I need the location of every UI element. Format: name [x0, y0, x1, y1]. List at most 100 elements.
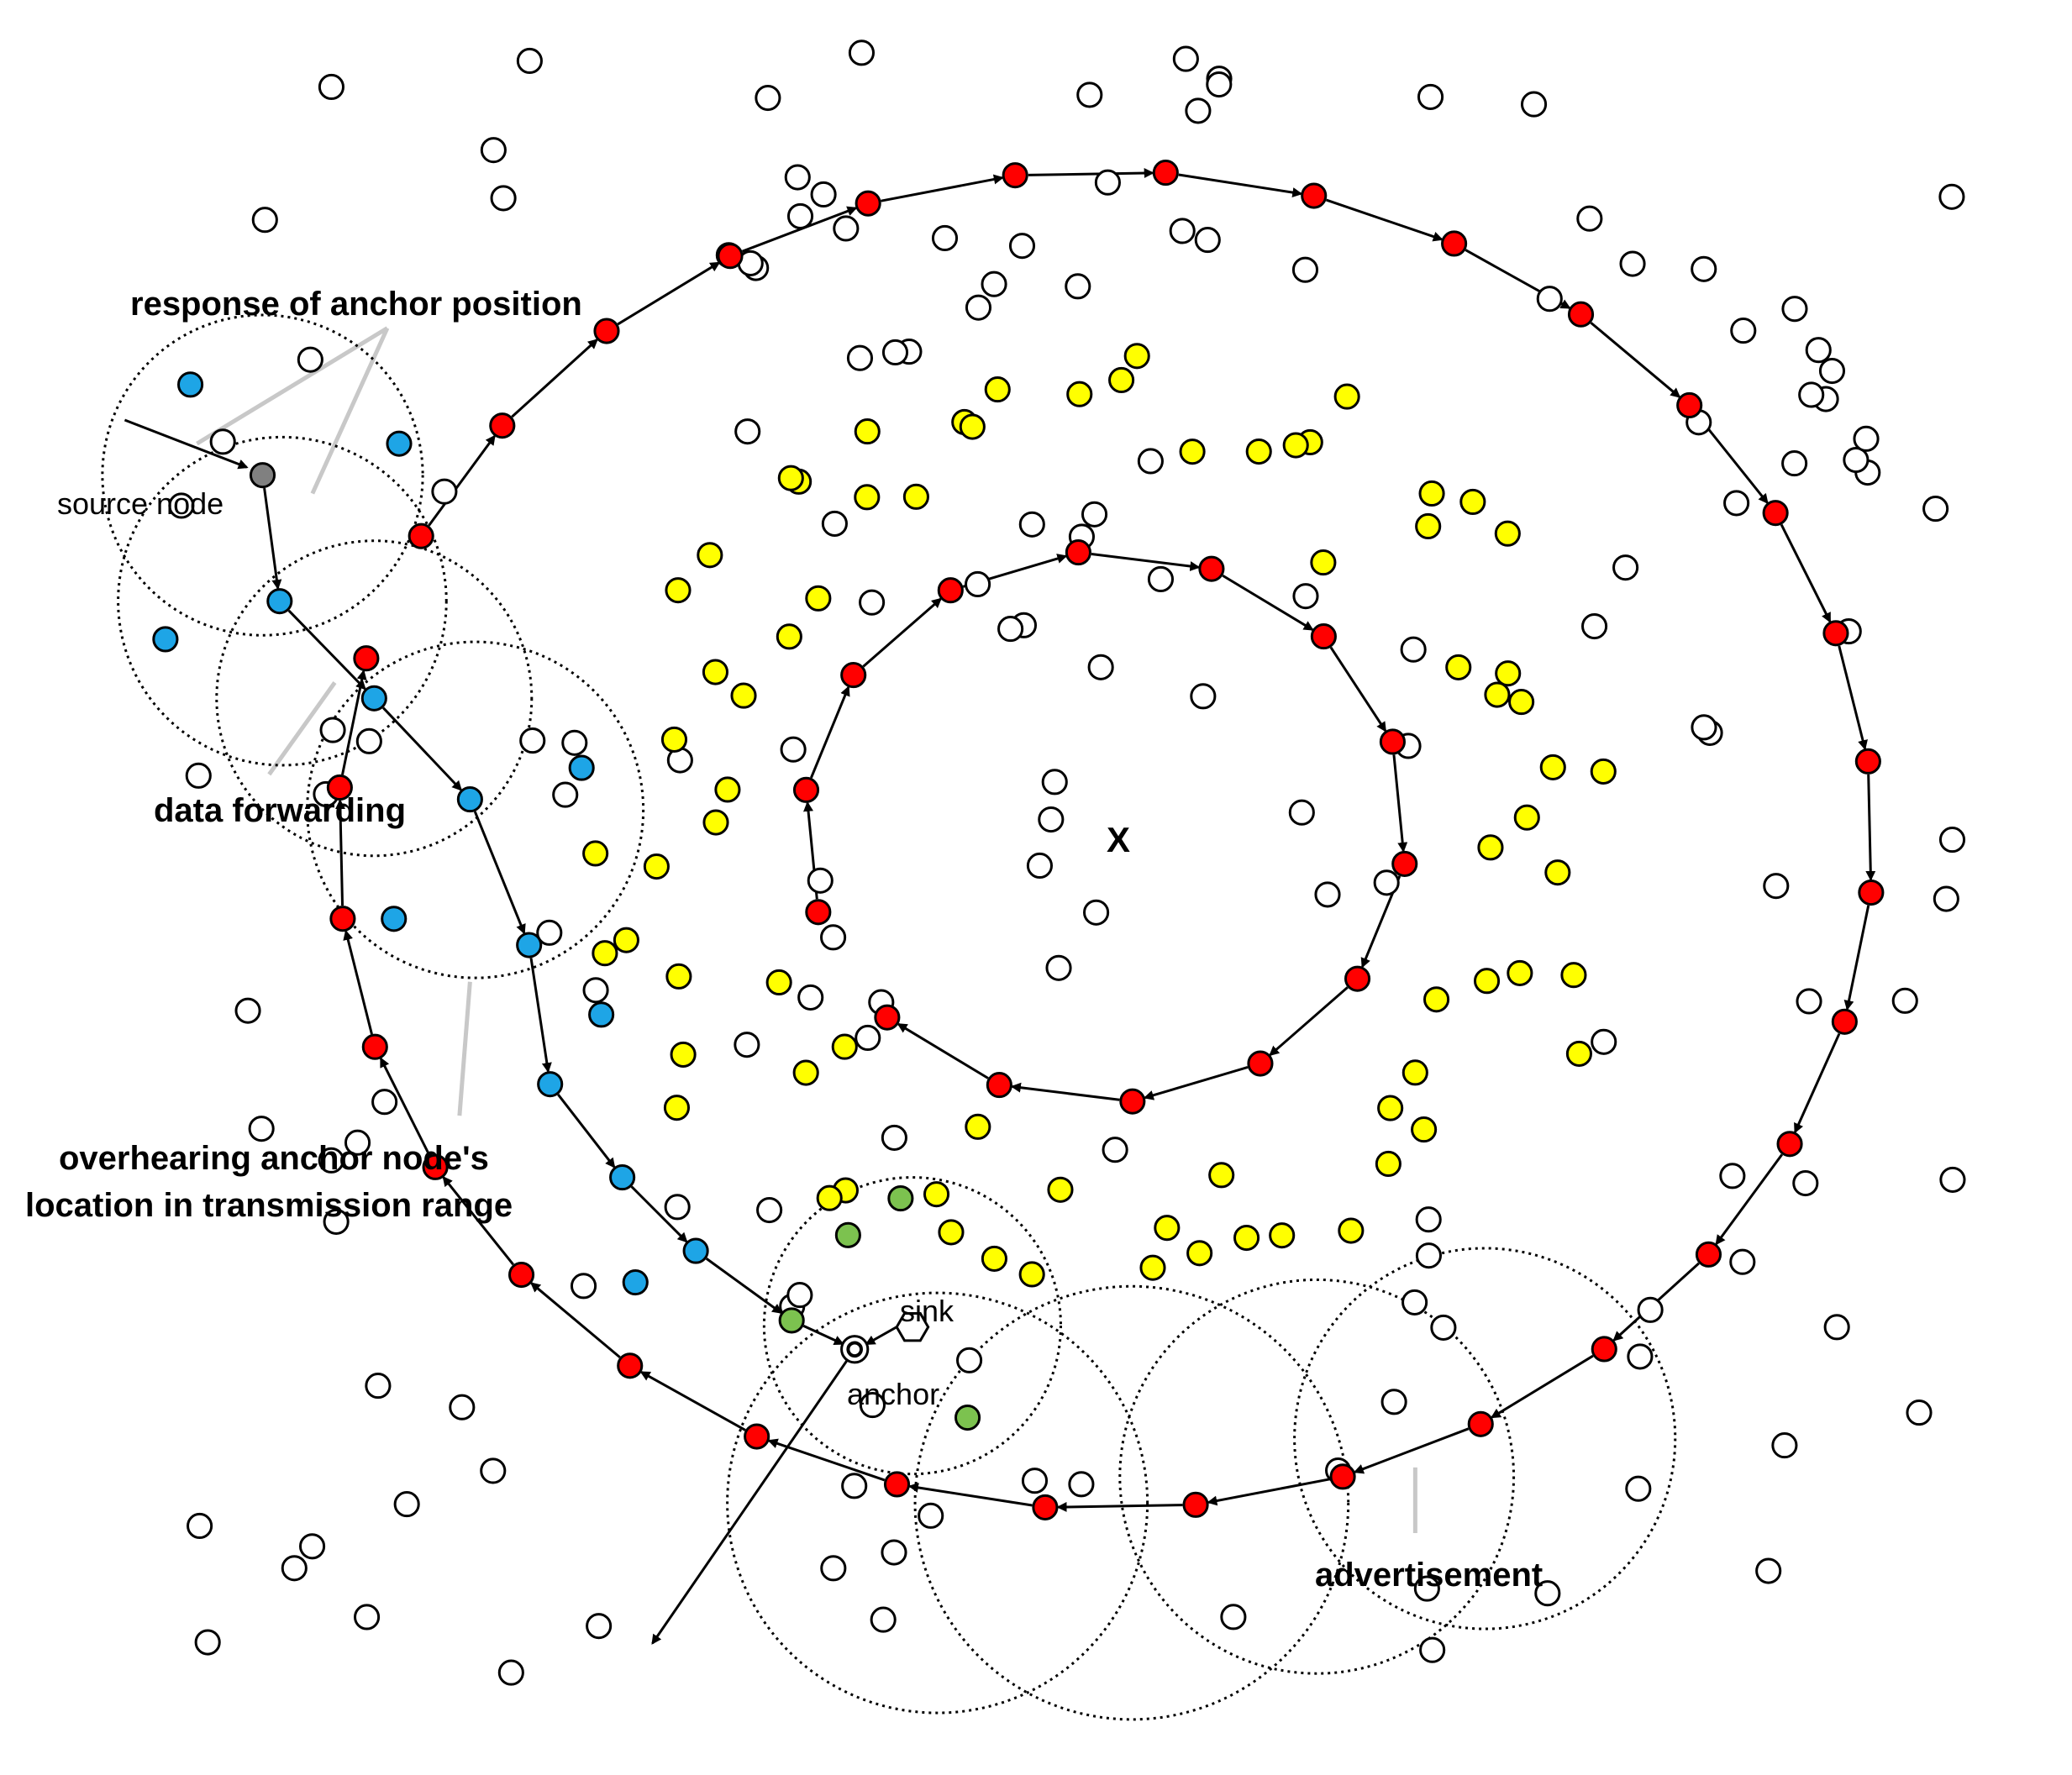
plain-node [519, 727, 546, 754]
yellow-node [959, 413, 986, 440]
route-arrow [343, 929, 373, 1035]
yellow-node [697, 542, 723, 569]
plain-node [1172, 45, 1199, 72]
yellow-node [1508, 689, 1535, 716]
route-arrow [1222, 574, 1314, 631]
routing-paths [124, 168, 1876, 1645]
plain-node [570, 1273, 597, 1300]
yellow-node [776, 623, 802, 650]
red-node [1762, 500, 1789, 527]
plain-node [810, 181, 837, 208]
plain-node [1823, 1314, 1850, 1341]
sensor-nodes [152, 39, 1966, 1686]
route-arrow [263, 487, 282, 591]
yellow-node [1154, 1215, 1181, 1242]
red-node [792, 776, 820, 803]
yellow-node [831, 1033, 858, 1060]
route-arrow [341, 670, 367, 775]
green-node [887, 1185, 914, 1212]
plain-node [1094, 169, 1121, 196]
plain-node [1008, 233, 1036, 260]
yellow-node [1269, 1222, 1296, 1249]
plain-node [1853, 425, 1880, 452]
yellow-node [1473, 968, 1501, 995]
plain-node [965, 294, 992, 321]
route-arrow [530, 1282, 621, 1358]
yellow-node [1415, 512, 1442, 540]
blue-node [152, 626, 179, 653]
plain-node [848, 39, 876, 66]
red-node [422, 1153, 449, 1180]
plain-node [248, 1116, 275, 1142]
plain-node [298, 1533, 326, 1560]
yellow-node [805, 585, 832, 612]
plain-node [956, 1347, 983, 1373]
plain-node [480, 137, 507, 164]
red-node [1441, 230, 1468, 257]
plain-node [1220, 1604, 1247, 1631]
yellow-node [923, 1181, 950, 1208]
plain-node [1081, 501, 1108, 528]
route-arrow [1353, 1427, 1470, 1474]
plain-node [820, 1555, 847, 1582]
route-arrow [897, 1022, 989, 1079]
yellow-node [984, 376, 1011, 403]
yellow-node [1477, 834, 1504, 861]
plain-node [859, 1392, 886, 1419]
red-node [1152, 160, 1179, 186]
route-arrow [557, 1094, 616, 1168]
red-node [883, 1471, 911, 1498]
route-arrow [802, 1325, 844, 1346]
red-node [489, 412, 516, 439]
plain-node [1938, 183, 1965, 210]
transmission-range [1293, 1247, 1677, 1631]
yellow-node [1066, 381, 1093, 407]
plain-node [1419, 1636, 1446, 1663]
anchor-arrow [651, 1348, 856, 1645]
plain-node [918, 1502, 944, 1529]
route-arrow [1010, 1082, 1120, 1101]
plain-node [1536, 286, 1563, 312]
plain-node [1400, 636, 1427, 663]
route-arrow [1715, 1153, 1784, 1246]
yellow-node [1418, 480, 1445, 507]
route-arrow [881, 174, 1004, 202]
plain-node [931, 224, 959, 252]
plain-node [516, 47, 543, 75]
yellow-node [613, 927, 639, 953]
route-arrow [1838, 645, 1868, 751]
route-arrow [639, 1371, 746, 1431]
green-node [954, 1404, 981, 1431]
plain-node [1581, 612, 1608, 640]
plain-node [786, 1282, 813, 1309]
plain-node [480, 1457, 507, 1484]
plain-node [841, 1473, 868, 1499]
red-node [1591, 1336, 1617, 1363]
plain-node [1520, 91, 1548, 118]
plain-node [1102, 1137, 1128, 1163]
plain-node [807, 867, 834, 894]
plain-node [755, 84, 781, 112]
plain-node [1083, 899, 1110, 926]
plain-node [833, 215, 860, 242]
plain-node [1818, 357, 1846, 385]
red-node [1301, 182, 1328, 209]
plain-node [1041, 769, 1068, 796]
route-arrow [511, 339, 598, 418]
plain-node [1922, 496, 1949, 523]
route-arrow [1590, 322, 1681, 398]
plain-node [449, 1394, 476, 1421]
plain-node [1380, 1389, 1407, 1415]
red-node [717, 243, 744, 270]
callout-line [310, 327, 390, 495]
callout-line [457, 981, 472, 1116]
plain-node [820, 924, 847, 951]
blue-node [588, 1001, 615, 1028]
plain-node [187, 1512, 213, 1540]
blue-node [386, 430, 413, 457]
red-node [1695, 1241, 1722, 1268]
plain-node [855, 1024, 881, 1052]
plain-node [586, 1613, 613, 1640]
yellow-node [1565, 1040, 1592, 1067]
sink-label: sink [900, 1294, 954, 1328]
